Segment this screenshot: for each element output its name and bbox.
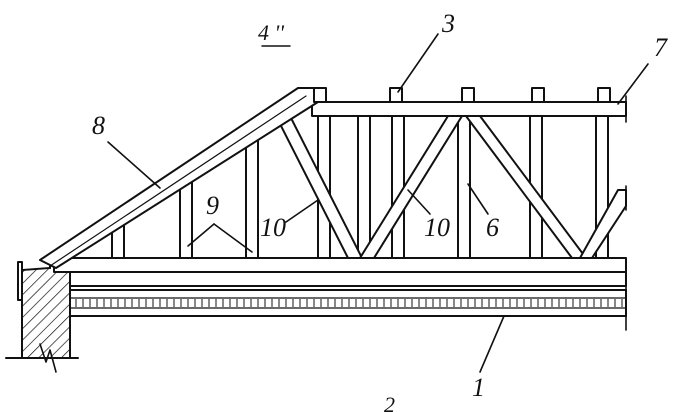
label-8: 8: [92, 111, 105, 140]
bottom-chord: [53, 257, 627, 287]
label-1: 1: [472, 373, 485, 402]
header-mark: 4 '': [258, 20, 284, 45]
footer-mark: 2: [384, 392, 395, 412]
label-10-right: 10: [424, 213, 450, 242]
label-6: 6: [486, 213, 499, 242]
purlin-blocks: [313, 87, 611, 103]
label-3: 3: [441, 9, 455, 38]
label-10-left: 10: [260, 213, 286, 242]
slab-hatching: [75, 299, 623, 307]
label-9: 9: [206, 191, 219, 220]
label-7: 7: [654, 33, 668, 62]
diagonal-braces: [275, 115, 627, 259]
masonry-wall: [5, 261, 79, 373]
ceiling-slab: [69, 281, 627, 331]
leader-lines: [107, 33, 649, 373]
top-chord: [311, 101, 627, 117]
